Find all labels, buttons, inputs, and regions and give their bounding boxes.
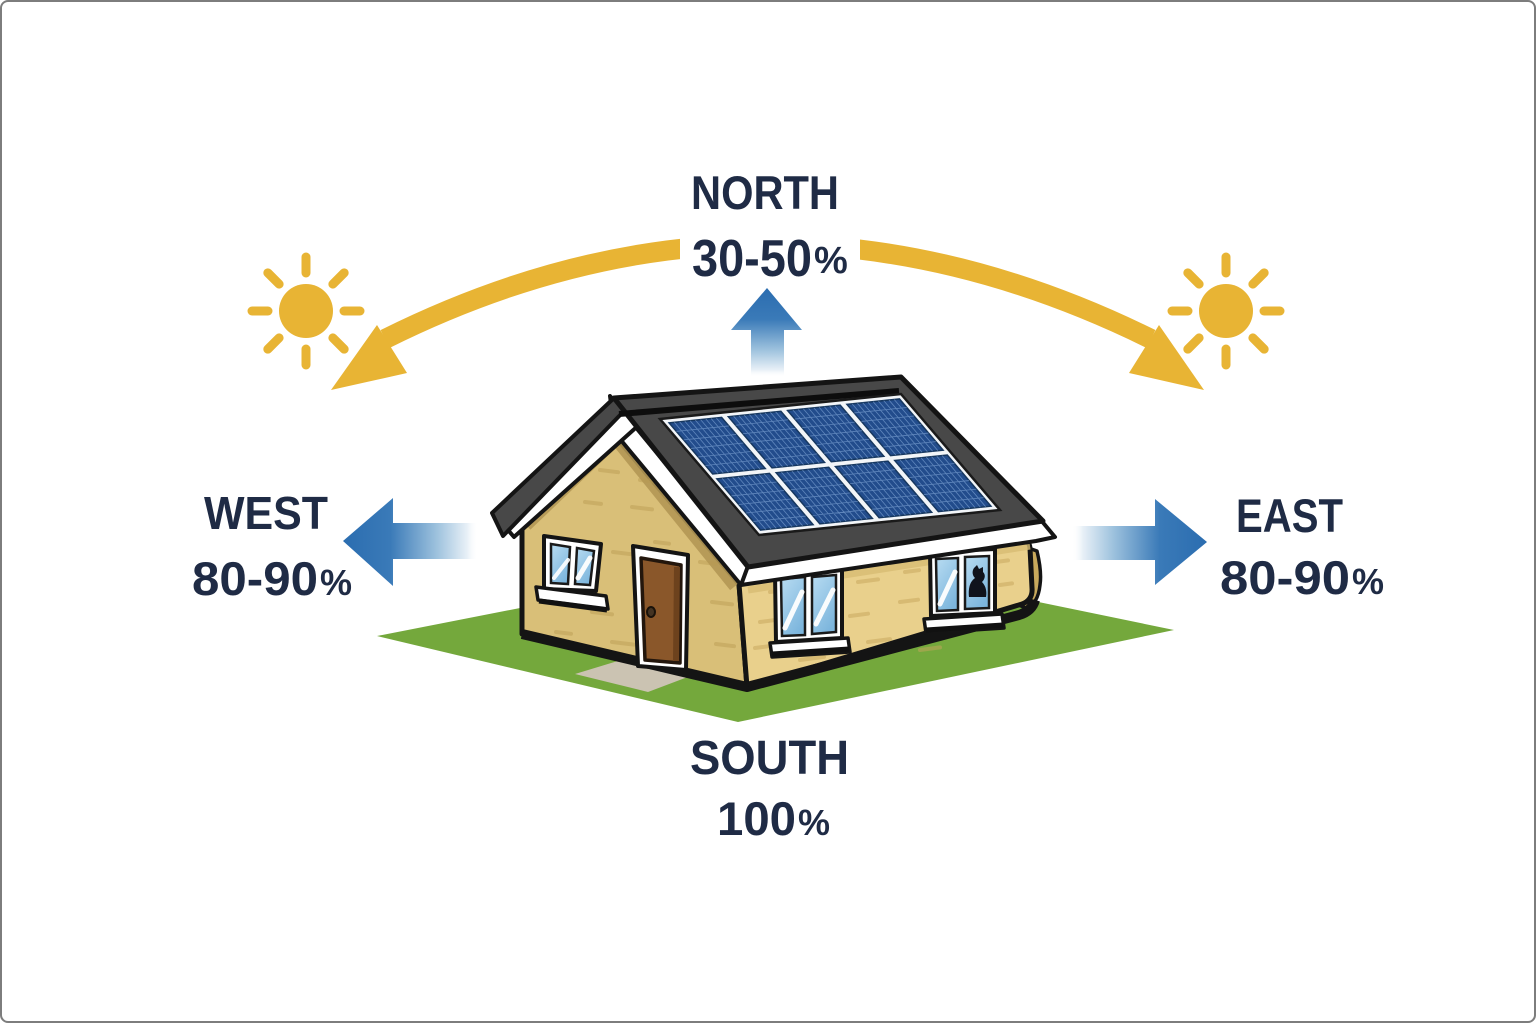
svg-text:30-50%: 30-50% [692, 230, 848, 288]
svg-text:EAST: EAST [1236, 489, 1343, 542]
svg-text:80-90%: 80-90% [1220, 551, 1384, 604]
svg-text:WEST: WEST [204, 487, 328, 539]
svg-text:100%: 100% [717, 792, 830, 845]
svg-text:SOUTH: SOUTH [690, 732, 849, 785]
svg-text:NORTH: NORTH [691, 166, 839, 219]
svg-text:80-90%: 80-90% [192, 552, 352, 605]
